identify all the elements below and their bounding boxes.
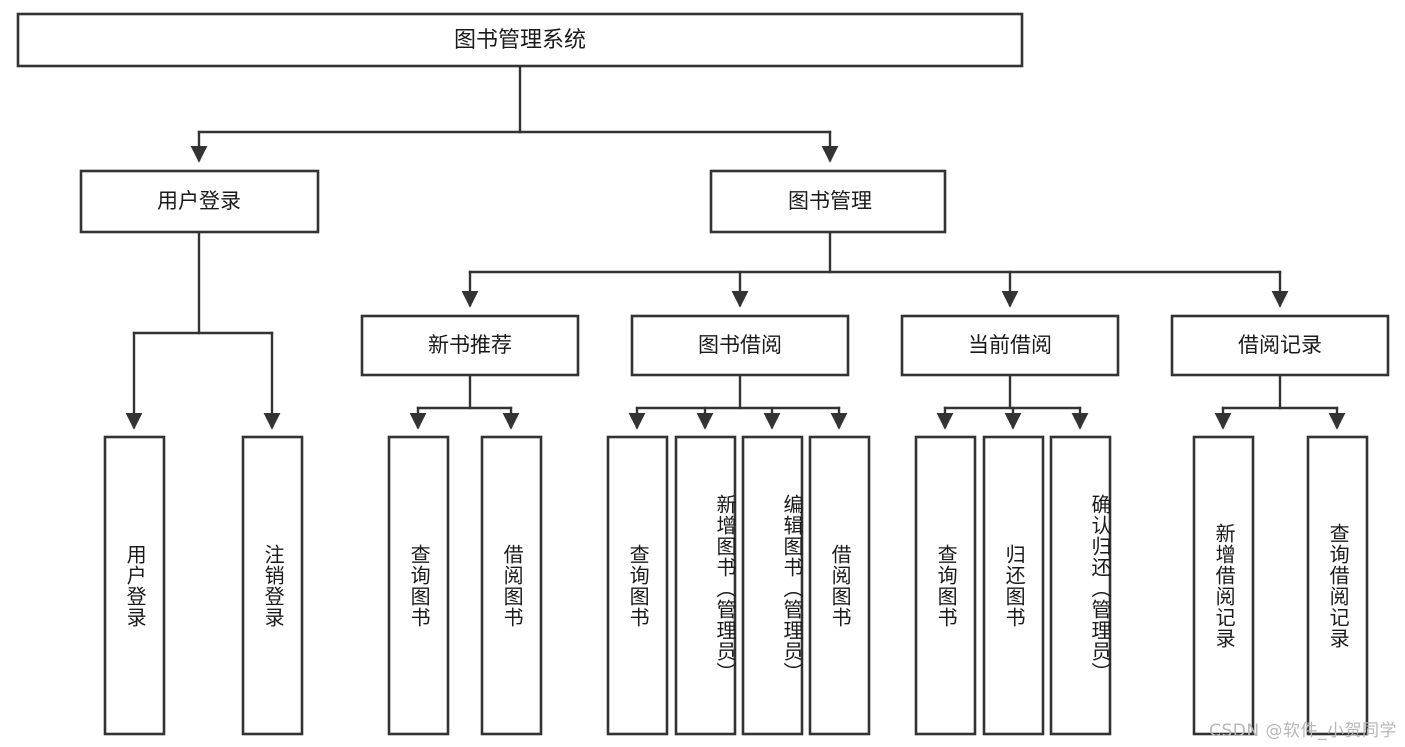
csdn-watermark: CSDN @软件_小贺同学 bbox=[1209, 721, 1397, 741]
leaf-box-new-book-2[interactable] bbox=[480, 435, 543, 736]
leaf-box-user-login-2[interactable] bbox=[241, 435, 304, 736]
node-root-label: 图书管理系统 bbox=[454, 28, 586, 53]
node-book-borrow[interactable]: 图书借阅 bbox=[630, 314, 850, 377]
node-book-borrow-label: 图书借阅 bbox=[698, 333, 782, 357]
leaf-box-current-borrow-2[interactable] bbox=[982, 435, 1045, 736]
leaf-box-book-borrow-4[interactable] bbox=[808, 435, 871, 736]
node-root-box[interactable] bbox=[16, 12, 1024, 68]
node-book-manage-label: 图书管理 bbox=[788, 189, 872, 213]
leaf-box-borrow-record-2[interactable] bbox=[1306, 435, 1369, 736]
node-new-book-recommend-label: 新书推荐 bbox=[428, 333, 512, 357]
node-book-borrow-box[interactable] bbox=[630, 314, 850, 377]
node-user-login[interactable]: 用户登录 bbox=[79, 169, 320, 234]
leaf-box-book-borrow-2[interactable] bbox=[674, 435, 737, 736]
node-new-book-recommend[interactable]: 新书推荐 bbox=[360, 314, 580, 377]
node-book-manage-box[interactable] bbox=[709, 169, 947, 234]
node-borrow-record[interactable]: 借阅记录 bbox=[1170, 314, 1390, 377]
node-current-borrow-box[interactable] bbox=[900, 314, 1120, 377]
leaf-box-book-borrow-3[interactable] bbox=[741, 435, 804, 736]
node-borrow-record-label: 借阅记录 bbox=[1238, 333, 1322, 357]
node-borrow-record-box[interactable] bbox=[1170, 314, 1390, 377]
node-book-manage[interactable]: 图书管理 bbox=[709, 169, 947, 234]
node-user-login-box[interactable] bbox=[79, 169, 320, 234]
leaf-box-new-book-1[interactable] bbox=[387, 435, 450, 736]
connector-group bbox=[125, 64, 1346, 430]
node-user-login-label: 用户登录 bbox=[157, 189, 241, 213]
leaf-box-borrow-record-1[interactable] bbox=[1192, 435, 1255, 736]
node-root[interactable]: 图书管理系统 bbox=[16, 12, 1024, 68]
node-current-borrow-label: 当前借阅 bbox=[968, 333, 1052, 357]
leaf-box-current-borrow-3[interactable] bbox=[1049, 435, 1112, 736]
node-current-borrow[interactable]: 当前借阅 bbox=[900, 314, 1120, 377]
leaf-box-user-login-1[interactable] bbox=[103, 435, 166, 736]
leaf-box-current-borrow-1[interactable] bbox=[914, 435, 977, 736]
leaf-box-book-borrow-1[interactable] bbox=[606, 435, 669, 736]
node-new-book-recommend-box[interactable] bbox=[360, 314, 580, 377]
